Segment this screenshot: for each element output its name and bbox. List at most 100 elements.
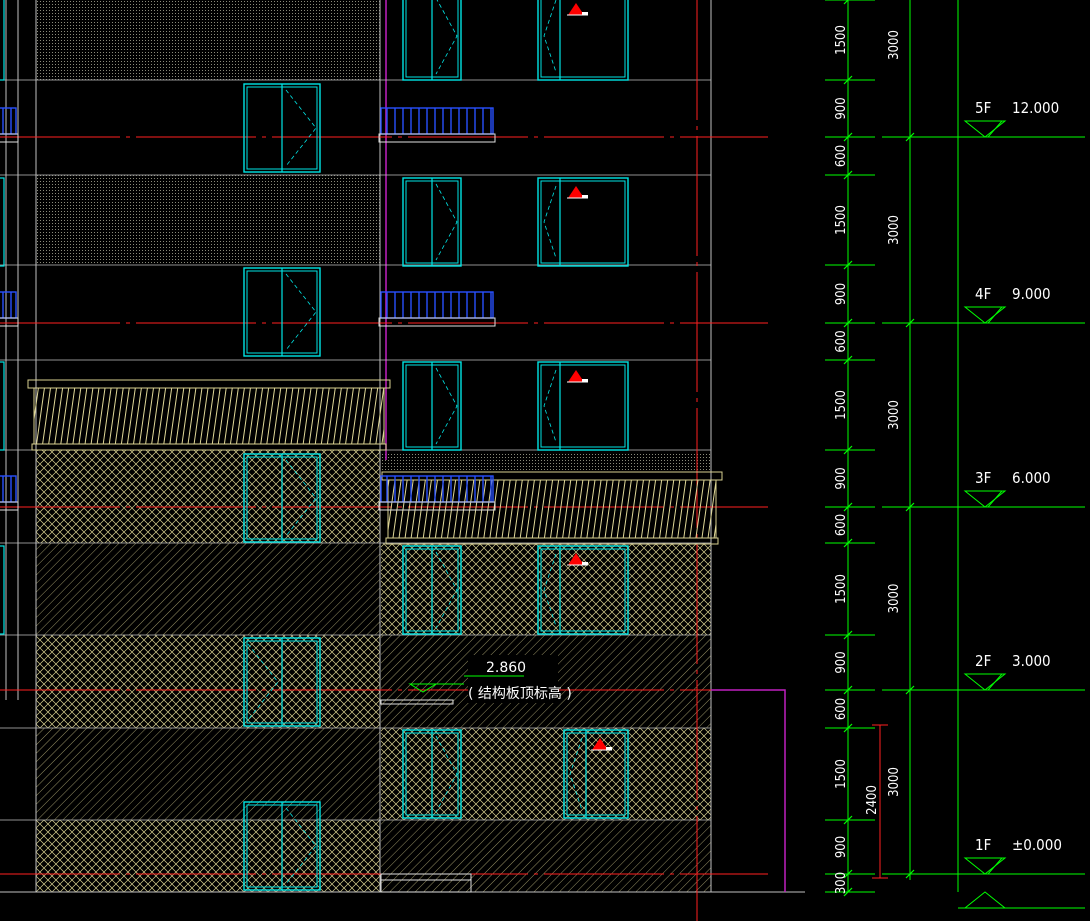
window[interactable] xyxy=(243,637,321,727)
dimension-tick xyxy=(843,869,853,879)
window[interactable] xyxy=(243,83,321,173)
window[interactable] xyxy=(243,453,321,543)
magenta-outline xyxy=(711,689,786,892)
cladding-diagonal xyxy=(36,543,380,635)
balcony-base xyxy=(385,537,719,545)
floor-dimension-text: 600 xyxy=(834,330,849,352)
railing-base xyxy=(0,317,19,327)
dimension-tick xyxy=(905,685,915,695)
window-frame xyxy=(537,177,629,267)
level-floor-label: 2F xyxy=(975,652,991,670)
window[interactable] xyxy=(402,729,462,819)
level-floor-label: 4F xyxy=(975,285,991,303)
dimension-tick xyxy=(843,685,853,695)
window-frame-inner xyxy=(540,364,626,448)
warning-tag xyxy=(582,562,588,565)
balcony-band xyxy=(33,387,385,445)
window[interactable] xyxy=(537,545,629,635)
warning-triangle xyxy=(568,553,584,565)
floor-dimension-text: 900 xyxy=(834,467,849,489)
floor-dimension-text: 1500 xyxy=(834,205,849,235)
window-swing xyxy=(435,735,458,813)
story-height-text: 3000 xyxy=(887,767,902,797)
railing xyxy=(380,475,494,503)
cladding-crosshatch xyxy=(36,635,380,728)
railing xyxy=(0,475,17,503)
level-triangle xyxy=(963,306,1007,324)
floor-dimension-text: 900 xyxy=(834,97,849,119)
level-floor-label: 3F xyxy=(975,469,991,487)
window-swing xyxy=(543,553,557,627)
window-swing xyxy=(285,273,317,351)
cladding-crosshatch xyxy=(36,820,380,892)
window-frame xyxy=(537,361,629,451)
warning-triangle-icon xyxy=(567,186,588,199)
level-elevation-label: 6.000 xyxy=(1012,469,1051,487)
warning-triangle-icon xyxy=(567,3,588,16)
dimension-tick xyxy=(843,170,853,180)
window-swing xyxy=(435,367,458,445)
dimension-tick xyxy=(843,0,849,5)
dimension-tick xyxy=(843,132,853,142)
dimension-tick xyxy=(843,887,853,897)
railing xyxy=(0,291,17,319)
window-frame xyxy=(537,545,629,635)
warning-tag xyxy=(582,12,588,15)
warning-tag xyxy=(582,379,588,382)
window[interactable] xyxy=(402,361,462,451)
warning-tag xyxy=(606,747,612,750)
window-frame-inner xyxy=(540,0,626,78)
dimension-tick xyxy=(843,630,853,640)
ground-level-triangle xyxy=(963,891,1007,909)
railing-base xyxy=(378,501,496,511)
floor-dimension-text: 900 xyxy=(834,651,849,673)
window[interactable] xyxy=(537,361,629,451)
window-frame-inner xyxy=(540,548,626,632)
window-swing xyxy=(247,643,279,721)
dimension-tick xyxy=(843,723,853,733)
floor-dimension-text: 600 xyxy=(834,145,849,167)
dimension-tick xyxy=(905,502,915,512)
window-frame-inner xyxy=(540,180,626,264)
window-frame-edge xyxy=(0,177,5,267)
window[interactable] xyxy=(402,177,462,267)
floor-dimension-text: 1500 xyxy=(834,759,849,789)
level-triangle xyxy=(963,120,1007,138)
upper-wall-texture xyxy=(36,175,380,265)
dimension-tick xyxy=(905,132,915,142)
window-swing xyxy=(543,369,557,443)
warning-triangle xyxy=(592,738,608,750)
railing xyxy=(0,107,17,135)
warning-triangle xyxy=(568,186,584,198)
window[interactable] xyxy=(402,545,462,635)
window[interactable] xyxy=(402,0,462,81)
railing-base xyxy=(378,133,496,143)
window-swing xyxy=(435,551,458,629)
cladding-diagonal xyxy=(36,728,380,820)
level-triangle xyxy=(963,857,1007,875)
window[interactable] xyxy=(243,801,321,891)
window[interactable] xyxy=(537,0,629,81)
warning-triangle xyxy=(568,3,584,15)
story-height-text: 3000 xyxy=(887,400,902,430)
railing-base xyxy=(0,501,19,511)
entrance-step xyxy=(380,873,472,893)
level-floor-label: 1F xyxy=(975,836,991,854)
story-height-text: 3000 xyxy=(887,584,902,614)
dimension-layer: 3009001500600900150060090015006009001500… xyxy=(825,0,1085,909)
window[interactable] xyxy=(243,267,321,357)
level-floor-label: 5F xyxy=(975,99,991,117)
window[interactable] xyxy=(563,729,629,819)
cladding-crosshatch xyxy=(381,543,711,635)
cladding-crosshatch xyxy=(381,728,711,820)
floor-dimension-text: 300 xyxy=(834,872,849,894)
window-frame xyxy=(563,729,629,819)
window-frame-edge xyxy=(0,545,5,635)
window-frame xyxy=(537,0,629,81)
window-swing xyxy=(543,185,557,259)
window-swing xyxy=(285,89,317,167)
sill-dimension-text: 2400 xyxy=(865,785,880,815)
window[interactable] xyxy=(537,177,629,267)
